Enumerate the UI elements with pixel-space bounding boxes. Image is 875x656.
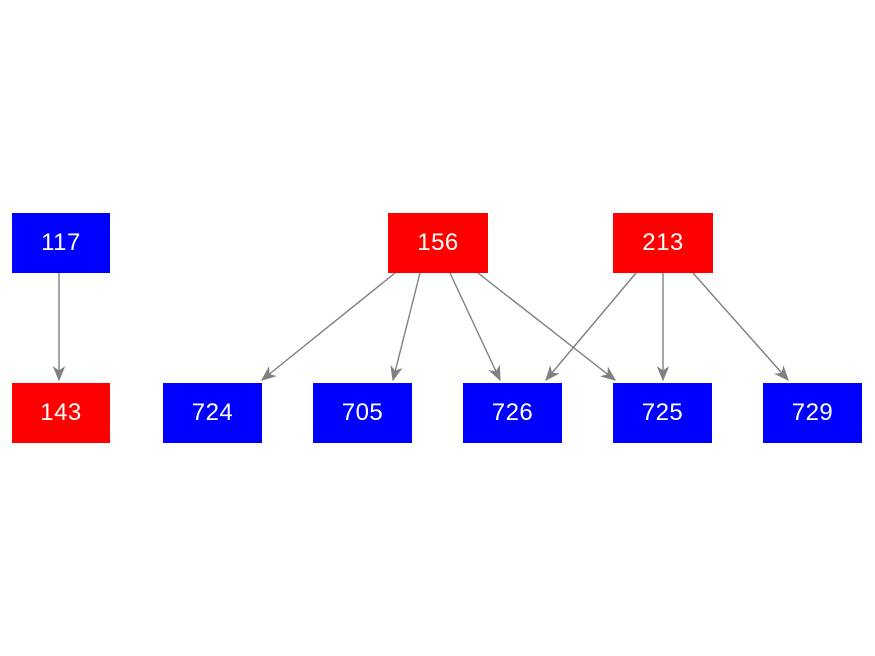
edge-156-to-724: [260, 272, 396, 381]
node-label-143: 143: [40, 399, 82, 426]
edge-156-to-725: [477, 272, 617, 381]
node-705[interactable]: 705: [313, 383, 412, 443]
node-label-156: 156: [417, 229, 459, 256]
node-729[interactable]: 729: [763, 383, 862, 443]
node-label-117: 117: [41, 229, 81, 256]
node-213[interactable]: 213: [613, 213, 713, 273]
node-143[interactable]: 143: [12, 383, 110, 443]
node-label-729: 729: [791, 399, 834, 426]
edge-156-to-726: [449, 272, 501, 382]
edge-213-to-729: [692, 272, 789, 382]
node-726[interactable]: 726: [463, 383, 562, 443]
edges-group: [52, 272, 789, 382]
node-724[interactable]: 724: [163, 383, 262, 443]
node-725[interactable]: 725: [613, 383, 712, 443]
node-label-724: 724: [191, 399, 234, 426]
edge-156-to-705: [390, 272, 421, 382]
node-156[interactable]: 156: [388, 213, 488, 273]
node-label-705: 705: [341, 399, 384, 426]
node-label-725: 725: [641, 399, 684, 426]
node-label-213: 213: [642, 229, 684, 256]
edge-213-to-726: [545, 272, 637, 382]
node-label-726: 726: [491, 399, 534, 426]
node-117[interactable]: 117: [12, 213, 110, 273]
